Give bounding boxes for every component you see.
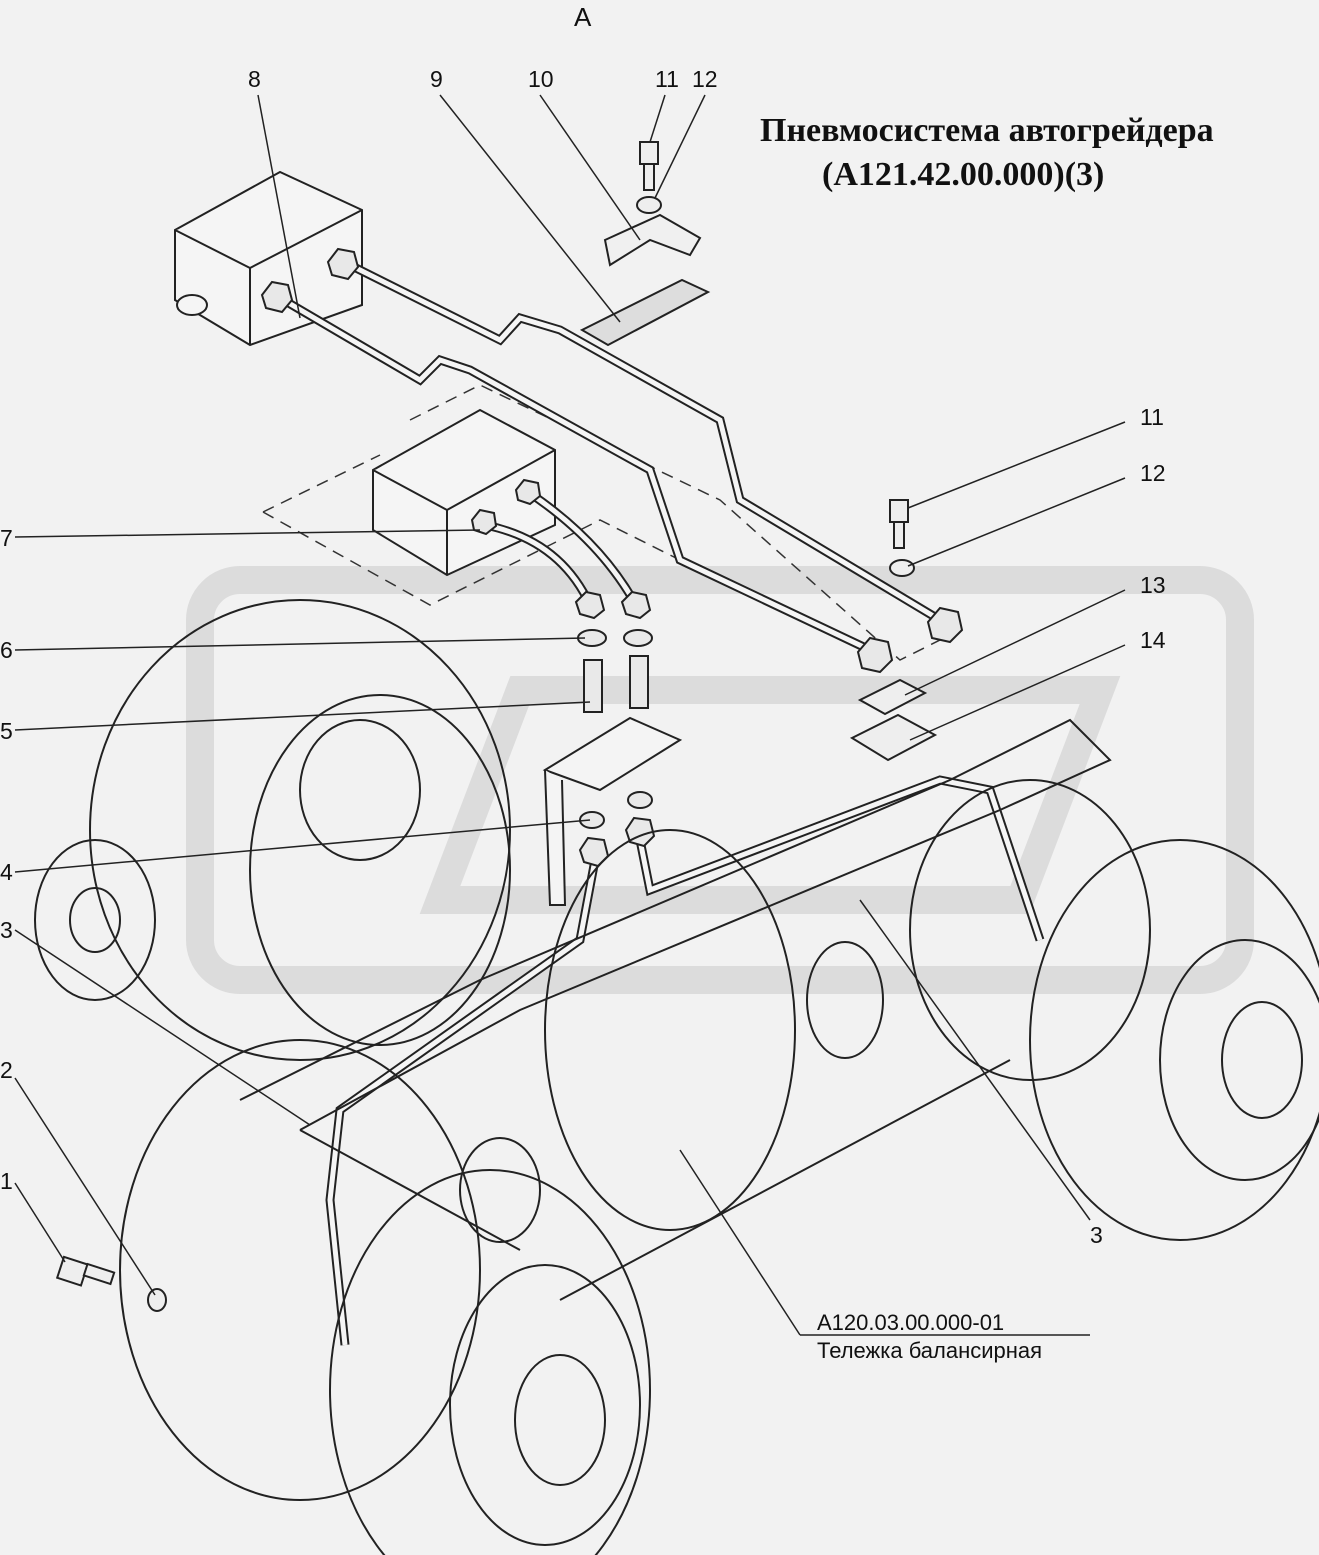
callout-11-right: 11 (1140, 404, 1164, 430)
assembly-code: А120.03.00.000-01 (817, 1310, 1005, 1335)
leader-lines (14, 94, 1126, 1336)
callout-3-right: 3 (1090, 1222, 1103, 1248)
tube-7b (525, 488, 640, 608)
view-label: А (574, 2, 592, 32)
tube-3-left (325, 859, 600, 1346)
callout-6: 6 (0, 637, 13, 663)
bolt-11-top (636, 141, 662, 214)
callout-3-left: 3 (0, 917, 13, 943)
callout-13: 13 (1140, 572, 1166, 598)
callout-12-right: 12 (1140, 460, 1166, 486)
callout-5: 5 (0, 718, 13, 744)
clamp-13-14 (849, 678, 938, 762)
clamp-9-pad (579, 278, 711, 347)
tube-7a (484, 520, 595, 607)
tube-9 (337, 255, 943, 624)
callout-14: 14 (1140, 627, 1166, 653)
clamp-10 (603, 213, 702, 267)
title-line-2: (А121.42.00.000)(3) (822, 156, 1105, 193)
callout-1: 1 (0, 1168, 13, 1194)
tube-3-right (635, 775, 1045, 942)
bolt-11-right (889, 499, 915, 577)
title-line-1: Пневмосистема автогрейдера (760, 112, 1214, 149)
callout-7: 7 (0, 525, 13, 551)
top-unit-block (174, 170, 363, 347)
fittings-5-6 (577, 629, 656, 868)
callout-9: 9 (430, 66, 443, 92)
bolt-1-washer-2 (55, 1255, 167, 1312)
callout-2: 2 (0, 1057, 13, 1083)
front-left-wheel (119, 1039, 651, 1555)
callout-4: 4 (0, 859, 13, 885)
tube-8 (272, 291, 872, 655)
callout-10: 10 (528, 66, 554, 92)
callout-12-top: 12 (692, 66, 718, 92)
callout-11-top: 11 (655, 66, 679, 92)
tube-nuts (260, 247, 964, 674)
left-rear-wheel (34, 599, 511, 1061)
bogie-frame (239, 718, 1112, 1301)
callout-8: 8 (248, 66, 261, 92)
bracket-4 (542, 716, 683, 906)
right-front-wheel (909, 779, 1319, 1241)
assembly-name: Тележка балансирная (817, 1338, 1043, 1363)
